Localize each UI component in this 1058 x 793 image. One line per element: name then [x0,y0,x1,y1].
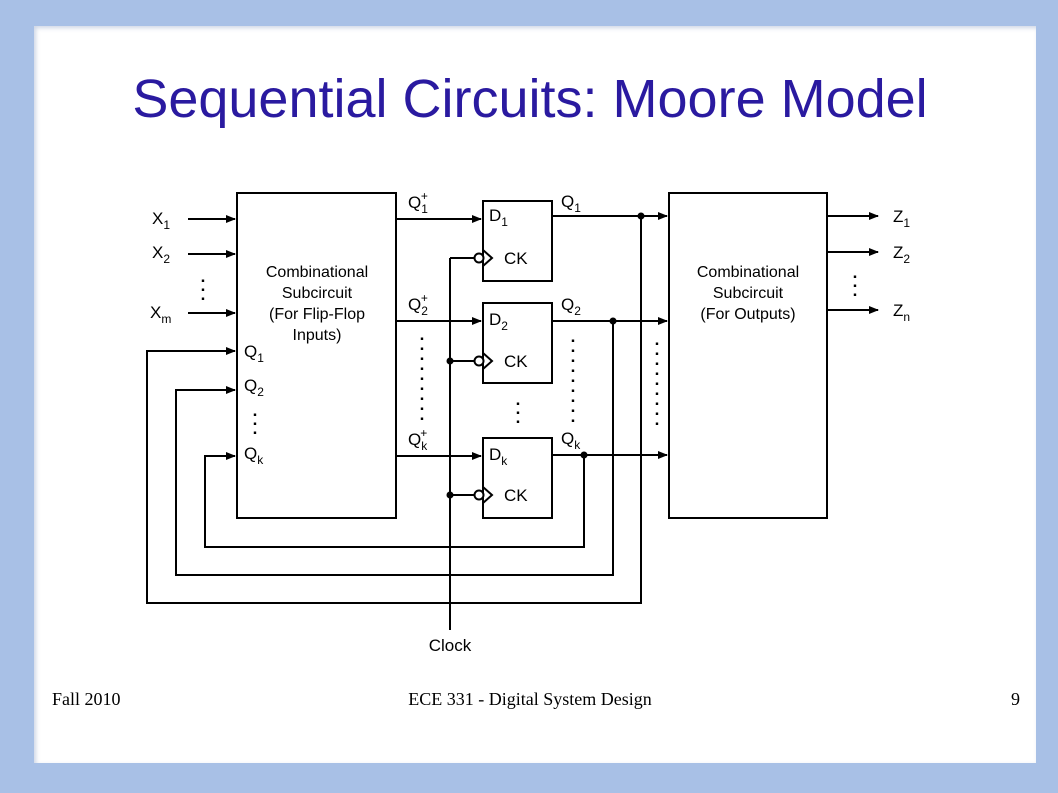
x-ellipsis-dot: . [201,285,206,304]
zin-ellipsis-dot: . [655,410,660,429]
ff1-d-label: D1 [489,206,508,229]
comb-right-line: Subcircuit [713,285,784,302]
qk-out-label: Qk [561,429,581,452]
clock-junction-ffk [446,491,454,499]
qplus-ellipsis-dot: . [420,375,425,394]
q2-junction-dot [609,317,617,325]
qout-ellipsis-dot: . [571,347,576,366]
ff1-ck-label: CK [504,249,528,268]
q1-next-label: Q1+ [408,189,428,216]
comb-left-line: Inputs) [293,327,342,344]
ff2-d-label: D2 [489,310,508,333]
ffk-ck-label: CK [504,486,528,505]
clock-label: Clock [429,636,472,655]
ff-ellipsis-dot: . [516,399,521,418]
qout-ellipsis-dot: . [571,387,576,406]
ff-ellipsis-dot: . [516,408,521,427]
footer-date: Fall 2010 [52,689,121,709]
zin-ellipsis-dot: . [655,340,660,359]
comb-right-line: (For Outputs) [700,306,795,323]
q-ellipsis-dot: . [253,419,258,438]
q-ellipsis-dot: . [253,401,258,420]
qout-ellipsis-dot: . [571,367,576,386]
zin-ellipsis-dot: . [655,390,660,409]
qplus-ellipsis-dot: . [420,335,425,354]
comb-left-block [236,192,397,519]
z2-label: Z2 [893,243,910,266]
xm-label: Xm [150,303,171,326]
ff2-clock-triangle [482,352,494,370]
qk-in-label: Qk [244,444,264,467]
q1-in-label: Q1 [244,342,264,365]
qplus-ellipsis-dot: . [420,365,425,384]
frame-left [0,0,34,793]
ff1-block [482,200,553,282]
qout-ellipsis-dot: . [571,337,576,356]
q2-in-label: Q2 [244,376,264,399]
ff1-clock-triangle [482,249,494,267]
ff1-clock-bubble [473,252,485,264]
qk-feedback-wire [204,452,585,548]
ffk-clock-triangle [482,486,494,504]
comb-left-line: Combinational [266,264,368,281]
x-ellipsis-dot: . [201,267,206,286]
qout-ellipsis-dot: . [571,327,576,346]
qout-ellipsis-dot: . [571,377,576,396]
clock-junction-ff2 [446,357,454,365]
ff2-clock-bubble [473,355,485,367]
q-ellipsis-dot: . [253,410,258,429]
zin-ellipsis-dot: . [655,380,660,399]
ff2-ck-label: CK [504,352,528,371]
qplus-ellipsis-dot: . [420,325,425,344]
comb-left-line: (For Flip-Flop [269,306,365,323]
ffk-d-label: Dk [489,445,508,468]
frame-right [1036,0,1058,793]
ffk-block [482,437,553,519]
zin-ellipsis-dot: . [655,370,660,389]
z-ellipsis-dot: . [853,263,858,282]
qplus-ellipsis-dot: . [420,395,425,414]
zin-ellipsis-dot: . [655,330,660,349]
ffk-clock-bubble [473,489,485,501]
q1-junction-dot [637,212,645,220]
slide-paper [34,26,1036,763]
slide-title: Sequential Circuits: Moore Model [132,69,928,129]
qk-next-label: Qk+ [408,426,428,453]
q2-next-label: Q2+ [408,291,428,318]
qplus-ellipsis-dot: . [420,345,425,364]
comb-right-line: Combinational [697,264,799,281]
zin-ellipsis-dot: . [655,350,660,369]
qout-ellipsis-dot: . [571,357,576,376]
x-ellipsis-dot: . [201,276,206,295]
footer-course: ECE 331 - Digital System Design [408,689,652,709]
z1-label: Z1 [893,207,910,230]
zin-ellipsis-dot: . [655,360,660,379]
ff-ellipsis-dot: . [516,390,521,409]
qk-junction-dot [580,451,588,459]
comb-left-line: Subcircuit [282,285,353,302]
qplus-ellipsis-dot: . [420,385,425,404]
qplus-ellipsis-dot: . [420,405,425,424]
x1-label: X1 [152,209,170,232]
frame-bottom [0,763,1058,793]
z-ellipsis-dot: . [853,281,858,300]
z-ellipsis-dot: . [853,272,858,291]
qplus-ellipsis-dot: . [420,355,425,374]
q2-feedback-wire [175,321,614,576]
comb-right-block [668,192,828,519]
page-number: 9 [1011,689,1020,709]
zin-ellipsis-dot: . [655,400,660,419]
q2-out-label: Q2 [561,295,581,318]
q1-out-label: Q1 [561,192,581,215]
q1-feedback-wire [146,216,642,604]
frame-top [0,0,1058,26]
ff2-block [482,302,553,384]
qout-ellipsis-dot: . [571,397,576,416]
x2-label: X2 [152,243,170,266]
zn-label: Zn [893,301,910,324]
qout-ellipsis-dot: . [571,407,576,426]
